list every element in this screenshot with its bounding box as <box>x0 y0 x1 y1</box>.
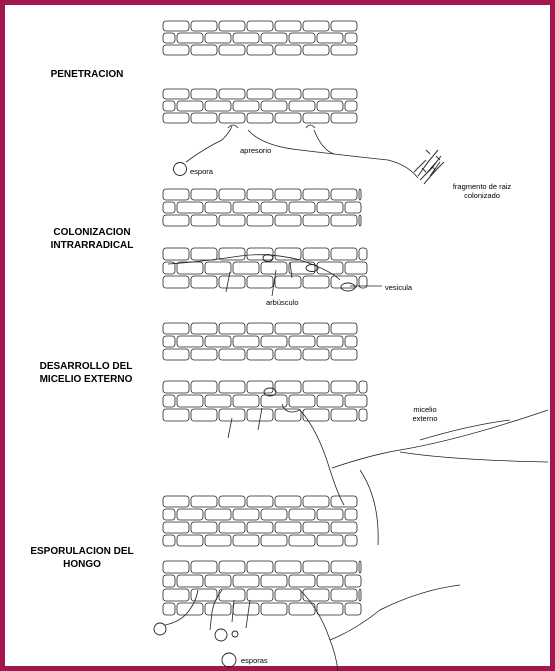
label-fragmento: fragmento de raiz colonizado <box>447 182 517 200</box>
vesicle-3 <box>263 255 273 262</box>
sporulation-hyphae <box>165 585 460 671</box>
spore-penetration <box>174 163 187 176</box>
spore-sporulation-3 <box>232 631 238 637</box>
tissue-penetration-lower <box>163 89 357 123</box>
stage-esporulacion: ESPORULACION DEL HONGO <box>22 545 142 571</box>
appressorium <box>228 125 238 128</box>
stage-desarrollo: DESARROLLO DEL MICELIO EXTERNO <box>22 360 150 386</box>
label-vesicula: vesicula <box>385 283 412 292</box>
spore-sporulation-4 <box>222 653 236 667</box>
label-apresorio: apresorio <box>240 146 271 155</box>
tissue-esporulacion-lower <box>163 561 361 615</box>
stage-penetracion: PENETRACION <box>22 68 152 81</box>
label-espora: espora <box>190 167 213 176</box>
label-arbusculo: arbúsculo <box>266 298 299 307</box>
spore-sporulation-2 <box>215 629 227 641</box>
label-esporas: esporas <box>241 656 268 665</box>
stage-colonizacion: COLONIZACION INTRARRADICAL <box>22 226 162 252</box>
vesicle-2 <box>306 265 318 272</box>
tissue-colonization-upper <box>163 189 361 226</box>
appressorium-right <box>306 125 334 154</box>
spore-sporulation-1 <box>154 623 166 635</box>
tissue-penetration-upper <box>163 21 357 55</box>
tissue-desarrollo-upper <box>163 323 357 360</box>
label-micelio: micelio externo <box>408 405 442 423</box>
external-mycelium <box>300 410 548 545</box>
vesicle-1 <box>341 283 355 291</box>
tissue-colonization-lower <box>163 248 367 288</box>
tissue-desarrollo-lower <box>163 381 367 421</box>
tissue-esporulacion-upper <box>163 496 357 546</box>
hypha-penetration-left <box>186 126 232 162</box>
colonized-root-fragment <box>414 150 444 184</box>
